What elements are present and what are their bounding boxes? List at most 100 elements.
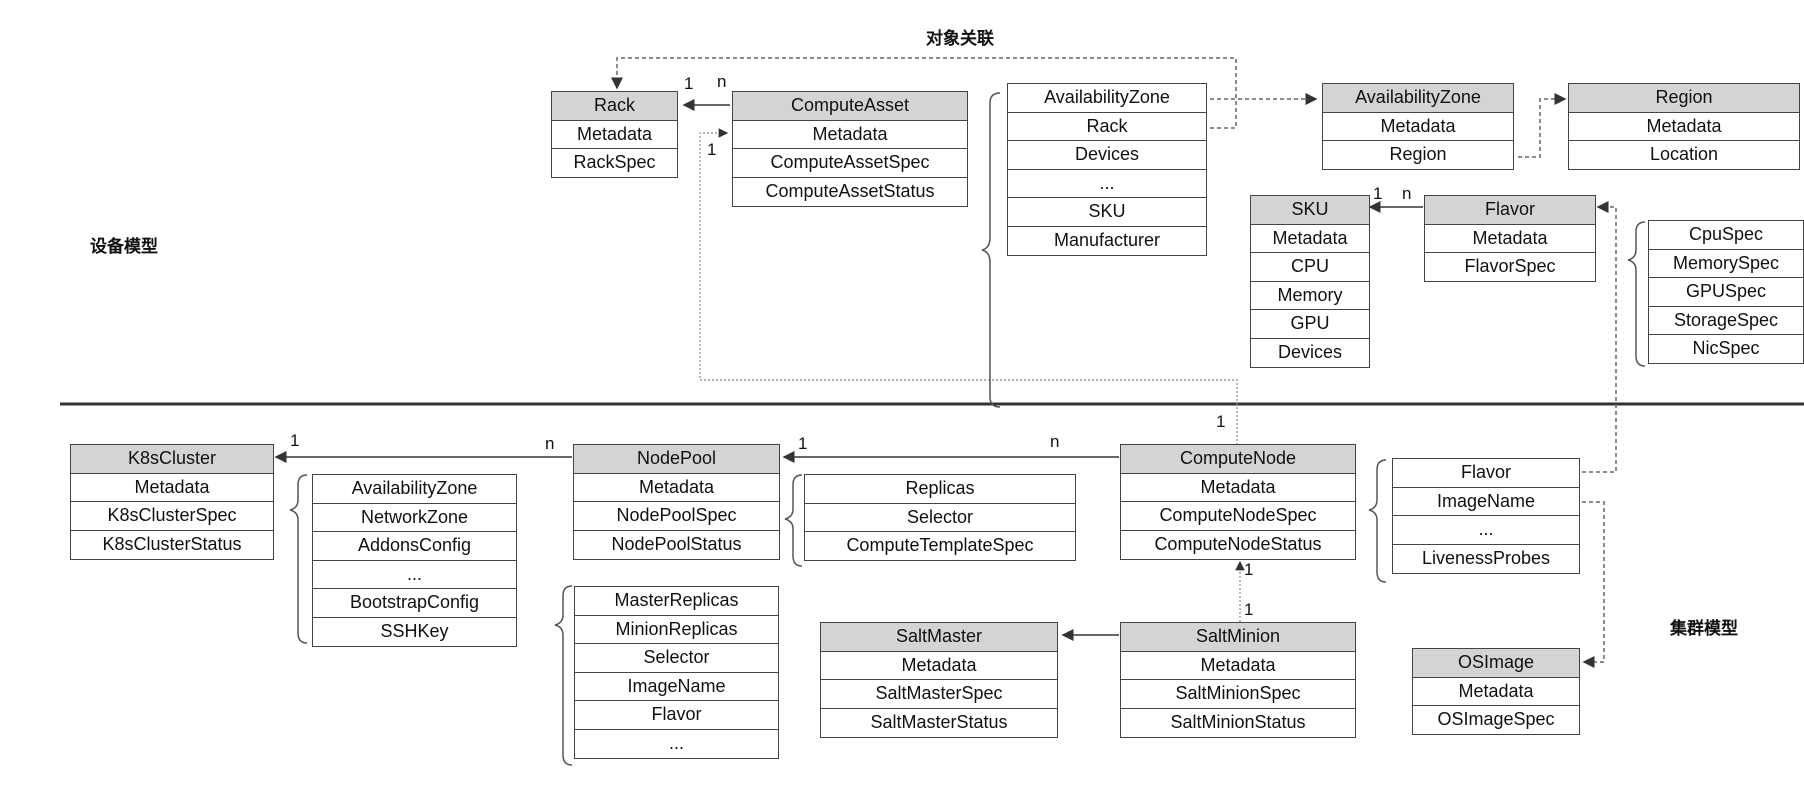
osimage-row: Metadata [1412, 676, 1580, 707]
asset-spec-row: Devices [1007, 140, 1207, 170]
salt-spec-row: MinionReplicas [574, 614, 779, 645]
region-field-link [1518, 93, 1567, 158]
k8s-spec-row: AddonsConfig [312, 531, 517, 561]
asset-spec-row: AvailabilityZone [1007, 83, 1207, 113]
k8s-spec-row: ... [312, 559, 517, 590]
flavor-spec-row: CpuSpec [1648, 220, 1804, 250]
node-flavor-link [1582, 201, 1617, 473]
saltminion-row: SaltMinionStatus [1120, 707, 1356, 738]
mult-node-1b: 1 [1244, 560, 1254, 579]
rack-row: RackSpec [551, 148, 678, 178]
computeasset-row: ComputeAssetStatus [732, 176, 968, 207]
sku-row-header: SKU [1250, 195, 1370, 225]
az-row-header: AvailabilityZone [1322, 83, 1514, 113]
saltminion-row: SaltMinionSpec [1120, 679, 1356, 709]
brace-k8s [289, 474, 308, 644]
mult-pool-n: n [545, 434, 555, 453]
computenode-row: ComputeNodeStatus [1120, 529, 1356, 560]
computeasset-row: ComputeAssetSpec [732, 148, 968, 178]
nodepool-row: NodePoolStatus [573, 529, 780, 560]
k8s-spec-row: AvailabilityZone [312, 474, 517, 504]
computenode-row: ComputeNodeSpec [1120, 501, 1356, 531]
flavor-spec-row: GPUSpec [1648, 277, 1804, 307]
asset-spec-row: Rack [1007, 111, 1207, 142]
computenode-spec-row: ... [1392, 515, 1580, 545]
k8s-spec-row: BootstrapConfig [312, 588, 517, 618]
mult-k8s: 1 [290, 431, 300, 450]
k8scluster-row: K8sClusterSpec [70, 501, 274, 531]
computenode-row-header: ComputeNode [1120, 444, 1356, 474]
flavor-row: FlavorSpec [1424, 252, 1596, 282]
nodepool-row: Metadata [573, 472, 780, 503]
computenode-row: Metadata [1120, 472, 1356, 503]
sku-row: CPU [1250, 252, 1370, 282]
device-model-label: 设备模型 [90, 237, 158, 257]
mult-pool-1: 1 [798, 434, 808, 453]
flavor-spec-row: NicSpec [1648, 334, 1804, 364]
nodepool-spec-row: Replicas [804, 474, 1076, 504]
az-row: Region [1322, 140, 1514, 170]
nodepool-row: NodePoolSpec [573, 501, 780, 531]
nodepool-row-header: NodePool [573, 444, 780, 474]
flavor-row-header: Flavor [1424, 195, 1596, 225]
cluster-model-label: 集群模型 [1670, 619, 1738, 639]
mult-node-1: 1 [1216, 412, 1226, 431]
salt-spec-row: ImageName [574, 671, 779, 702]
rack-row-header: Rack [551, 91, 678, 121]
flavor-spec-row: MemorySpec [1648, 248, 1804, 279]
k8scluster-row: K8sClusterStatus [70, 529, 274, 560]
title-label: 对象关联 [926, 29, 994, 49]
salt-spec-row: ... [574, 728, 779, 759]
region-row: Metadata [1568, 111, 1800, 142]
brace-nodepool [784, 474, 803, 567]
computeasset-row: Metadata [732, 119, 968, 150]
computenode-spec-row: Flavor [1392, 458, 1580, 488]
computenode-spec-row: ImageName [1392, 486, 1580, 517]
rack-field-link [611, 57, 1237, 129]
mult-sku: 1 [1373, 184, 1383, 203]
k8s-spec-row: NetworkZone [312, 502, 517, 533]
osimage-row-header: OSImage [1412, 648, 1580, 678]
computenode-spec-row: LivenessProbes [1392, 543, 1580, 574]
az-row: Metadata [1322, 111, 1514, 142]
k8scluster-row: Metadata [70, 472, 274, 503]
k8s-spec-row: SSHKey [312, 616, 517, 647]
salt-spec-row: MasterReplicas [574, 586, 779, 616]
flavor-spec-row: StorageSpec [1648, 305, 1804, 336]
mult-flavor: n [1402, 184, 1412, 203]
mult-asset-1: 1 [707, 140, 717, 159]
nodepool-spec-row: Selector [804, 502, 1076, 533]
mult-node-n: n [1050, 432, 1060, 451]
brace-asset [981, 92, 1001, 408]
mult-rack: 1 [684, 74, 694, 93]
saltmaster-row: SaltMasterStatus [820, 707, 1058, 738]
sku-row: Memory [1250, 280, 1370, 311]
flavor-row: Metadata [1424, 223, 1596, 254]
mult-asset-n: n [717, 72, 727, 91]
saltmaster-row-header: SaltMaster [820, 622, 1058, 652]
node-image-link [1582, 501, 1605, 668]
salt-spec-row: Flavor [574, 700, 779, 730]
sku-row: Devices [1250, 337, 1370, 368]
rack-row: Metadata [551, 119, 678, 150]
computeasset-row-header: ComputeAsset [732, 91, 968, 121]
salt-spec-row: Selector [574, 643, 779, 673]
brace-node [1368, 459, 1387, 583]
